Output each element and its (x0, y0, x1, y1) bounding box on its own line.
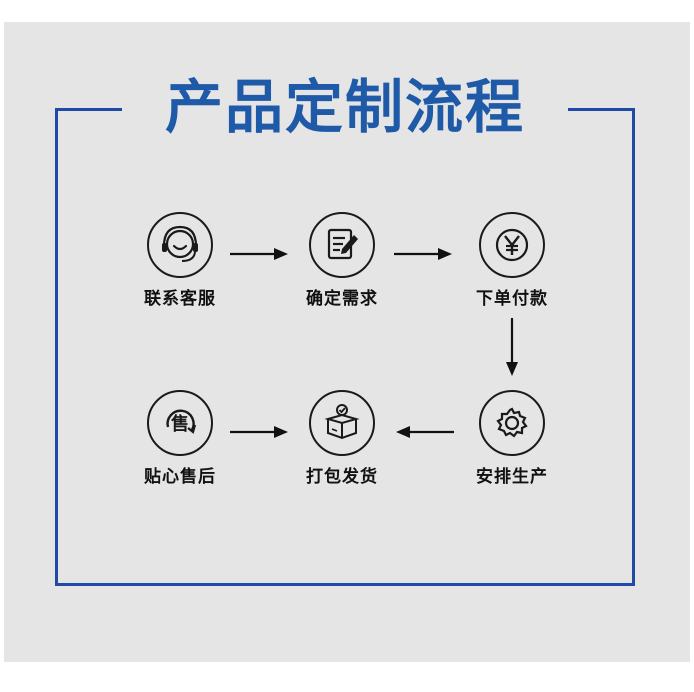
edit-document-icon (327, 228, 358, 260)
step-pack-ship: 打包发货 (287, 390, 397, 487)
package-box-icon (324, 404, 360, 440)
step-label: 贴心售后 (144, 467, 216, 487)
step-after-sales: 售 贴心售后 (125, 390, 235, 487)
arrow-right-1 (230, 248, 288, 260)
step-contact-service: 联系客服 (125, 212, 235, 309)
headset-icon (162, 225, 198, 262)
page-title: 产品定制流程 (164, 73, 525, 141)
step-label: 安排生产 (476, 467, 548, 487)
after-sales-icon: 售 (166, 409, 197, 435)
step-label: 联系客服 (144, 289, 216, 309)
step-confirm-requirements: 确定需求 (287, 212, 397, 309)
step-icon-circle (147, 212, 213, 278)
step-label: 打包发货 (306, 467, 378, 487)
step-arrange-production: 安排生产 (457, 390, 567, 487)
process-frame (55, 108, 635, 586)
arrow-right-2 (394, 248, 452, 260)
step-label: 下单付款 (476, 289, 548, 309)
arrow-left-1 (396, 426, 454, 438)
gear-cycle-icon (496, 407, 528, 438)
arrow-right-3 (230, 426, 288, 438)
yuan-coin-icon (495, 228, 529, 262)
step-place-order-pay: 下单付款 (457, 212, 567, 309)
after-sales-glyph: 售 (171, 413, 189, 435)
title-gap (122, 80, 568, 140)
step-icon-circle (309, 390, 375, 456)
arrow-down (506, 318, 518, 376)
step-icon-circle (309, 212, 375, 278)
step-label: 确定需求 (306, 289, 378, 309)
step-icon-circle (479, 390, 545, 456)
step-icon-circle (479, 212, 545, 278)
step-icon-circle: 售 (147, 390, 213, 456)
